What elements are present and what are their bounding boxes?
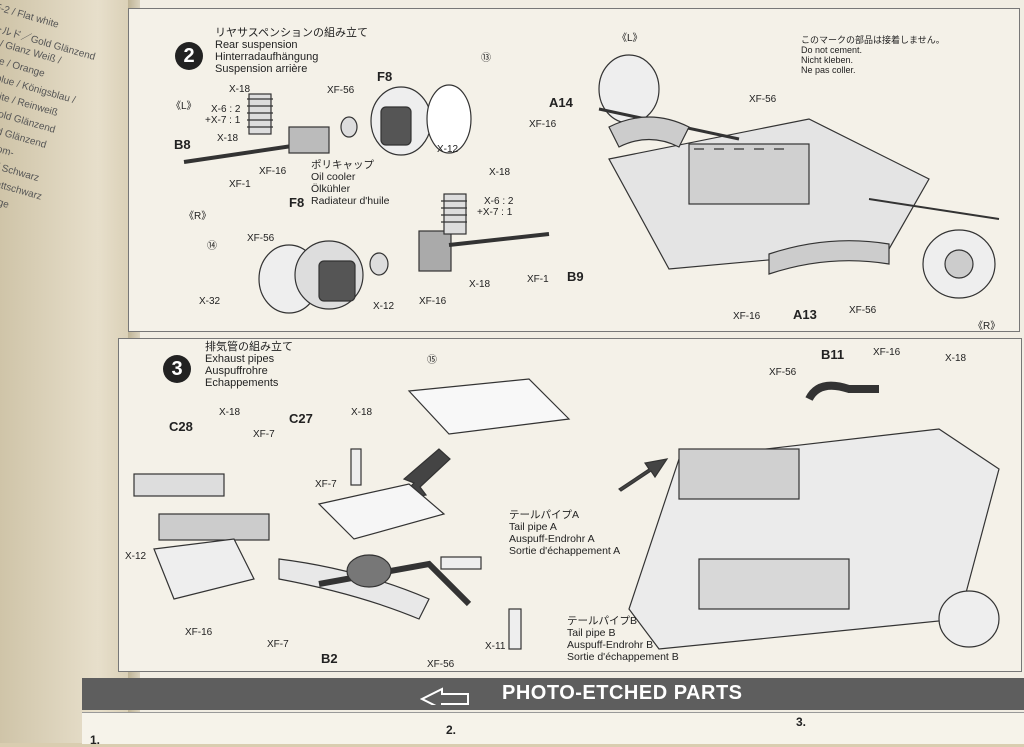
- label-xf16: XF-16: [733, 311, 761, 322]
- label-x18: X-18: [351, 407, 373, 418]
- step-2-title: リヤサスペンションの組み立て Rear suspension Hinterrad…: [215, 27, 368, 75]
- step-2-panel: 2 リヤサスペンションの組み立て Rear suspension Hinterr…: [128, 8, 1020, 332]
- label-b9: B9: [567, 269, 584, 284]
- title-jp: 排気管の組み立て: [205, 341, 293, 353]
- label-left-top: 《L》: [617, 33, 643, 44]
- label-x12: X-12: [373, 301, 395, 312]
- label-xf16: XF-16: [529, 119, 557, 130]
- label-f8: F8: [377, 69, 393, 84]
- tail-pipe-b-label: テールパイプB Tail pipe B Auspuff-Endrohr B So…: [567, 615, 679, 663]
- label-x32: X-32: [199, 296, 221, 307]
- label-c27: C27: [289, 411, 313, 426]
- label-x18: X-18: [217, 133, 239, 144]
- label-xf1: XF-1: [229, 179, 251, 190]
- label-xf16: XF-16: [419, 296, 447, 307]
- label-b11: B11: [821, 347, 845, 362]
- label-x11: X-11: [485, 641, 506, 652]
- label-x7: +X-7 : 1: [477, 207, 513, 218]
- label-xf56: XF-56: [769, 367, 797, 378]
- label-x18: X-18: [469, 279, 491, 290]
- label-left-side: 《L》: [171, 101, 197, 112]
- label-a14: A14: [549, 95, 573, 110]
- step-3-panel: 3 排気管の組み立て Exhaust pipes Auspuffrohre Ec…: [118, 338, 1022, 672]
- label-x18: X-18: [945, 353, 967, 364]
- label-xf16: XF-16: [873, 347, 901, 358]
- title-fr: Echappements: [205, 377, 279, 389]
- label-x12: X-12: [125, 551, 147, 562]
- label-c28: C28: [169, 419, 193, 434]
- label-x18: X-18: [229, 84, 251, 95]
- label-x18: X-18: [219, 407, 241, 418]
- label-xf56: XF-56: [327, 85, 355, 96]
- label-right-side: 《R》: [184, 211, 212, 222]
- label-x6: X-6 : 2: [211, 104, 241, 115]
- title-de: Auspuffrohre: [205, 365, 268, 377]
- label-a13: A13: [793, 307, 817, 322]
- rear-suspension-diagram: [183, 54, 1000, 314]
- label-xf16: XF-16: [185, 627, 213, 638]
- arrow-icon: [420, 687, 469, 705]
- label-xf7: XF-7: [315, 479, 337, 490]
- label-xf56: XF-56: [849, 305, 877, 316]
- banner-title: PHOTO-ETCHED PARTS: [502, 682, 743, 704]
- photo-etched-parts-banner: PHOTO-ETCHED PARTS: [82, 678, 1024, 710]
- instruction-page: 2 リヤサスペンションの組み立て Rear suspension Hinterr…: [118, 0, 1024, 743]
- oil-cooler-label: ポリキャップ Oil cooler Ölkühler Radiateur d'h…: [311, 159, 390, 207]
- label-xf1: XF-1: [527, 274, 549, 285]
- label-xf56: XF-56: [427, 659, 455, 670]
- label-b8: B8: [174, 137, 191, 152]
- step-number-2: 2: [175, 42, 203, 70]
- exhaust-pipes-diagram: [133, 378, 1000, 650]
- title-fr: Suspension arrière: [215, 63, 308, 75]
- title-en: Exhaust pipes: [205, 353, 275, 365]
- label-14: ⑭: [207, 241, 217, 252]
- label-right-bottom: 《R》: [973, 321, 1001, 332]
- label-13: ⑬: [481, 53, 491, 64]
- step-2-number: 2.: [446, 723, 457, 737]
- label-15: ⑮: [427, 355, 437, 366]
- label-xf7: XF-7: [253, 429, 275, 440]
- step-3-number: 3.: [796, 715, 807, 729]
- step-1-number: 1.: [90, 733, 101, 747]
- no-cement-note: このマークの部品は接着しません。 Do not cement. Nicht kl…: [801, 35, 945, 75]
- label-b2: B2: [321, 651, 338, 666]
- label-xf7: XF-7: [267, 639, 289, 650]
- photo-etched-steps-strip: 1. 2. 3.: [82, 712, 1024, 747]
- label-x18: X-18: [489, 167, 511, 178]
- step-number-3: 3: [163, 355, 191, 383]
- title-jp: リヤサスペンションの組み立て: [215, 27, 369, 39]
- label-x7: +X-7 : 1: [205, 115, 241, 126]
- title-de: Hinterradaufhängung: [215, 51, 319, 63]
- label-x6: X-6 : 2: [484, 196, 514, 207]
- label-x12: X-12: [437, 144, 459, 155]
- title-en: Rear suspension: [215, 39, 298, 51]
- tail-pipe-a-label: テールパイプA Tail pipe A Auspuff-Endrohr A So…: [509, 509, 621, 557]
- step-3-title: 排気管の組み立て Exhaust pipes Auspuffrohre Echa…: [205, 341, 293, 389]
- label-xf56: XF-56: [749, 94, 777, 105]
- label-xf56: XF-56: [247, 233, 275, 244]
- label-xf16: XF-16: [259, 166, 287, 177]
- label-f8: F8: [289, 195, 305, 210]
